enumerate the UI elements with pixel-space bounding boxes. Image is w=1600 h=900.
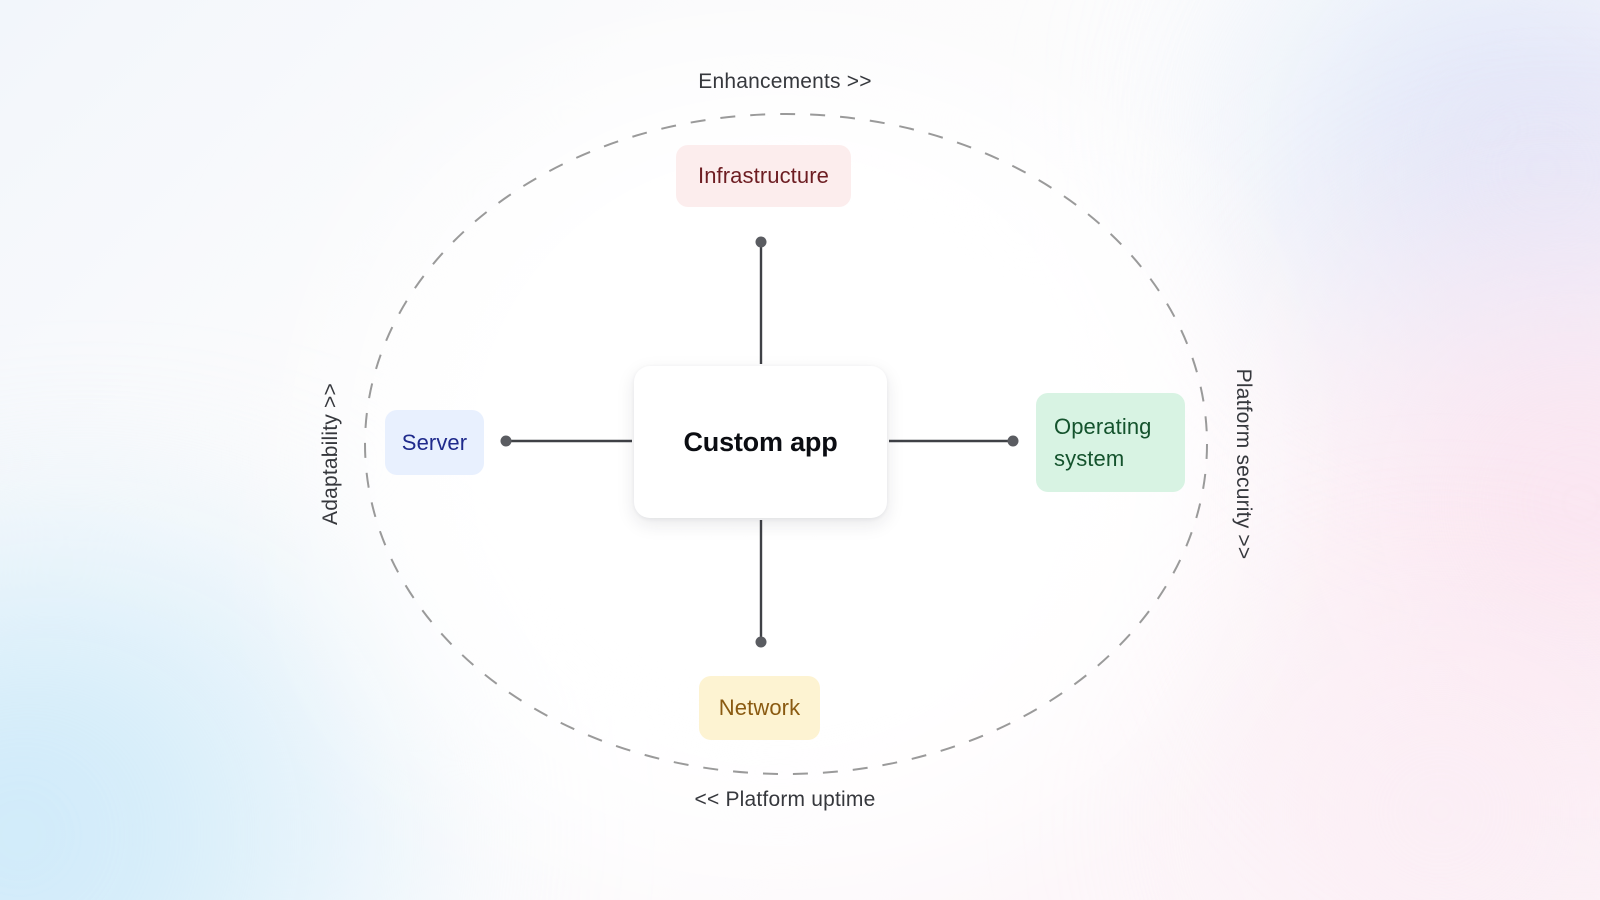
- connector-dot-server: [500, 435, 512, 447]
- node-infrastructure[interactable]: Infrastructure: [676, 145, 851, 207]
- center-card-custom-app[interactable]: Custom app: [634, 366, 887, 518]
- node-server-label: Server: [401, 429, 468, 455]
- node-server[interactable]: Server: [385, 410, 484, 475]
- connector-dot-network: [755, 636, 767, 648]
- node-operating-system[interactable]: Operating system: [1036, 393, 1185, 492]
- boundary-ellipse-dashes: [364, 113, 1208, 775]
- connector-dot-infrastructure: [755, 236, 767, 248]
- axis-label-bottom-platform-uptime: << Platform uptime: [694, 788, 876, 811]
- node-operating-system-label: Operating system: [1054, 413, 1152, 471]
- connector-dot-operating-system: [1007, 435, 1019, 447]
- node-network-label: Network: [718, 695, 801, 720]
- axis-label-left-adaptability: Adaptability >>: [319, 383, 342, 525]
- node-infrastructure-label: Infrastructure: [697, 163, 829, 188]
- center-card-label: Custom app: [683, 426, 838, 457]
- axis-label-right-platform-security: Platform security >>: [1232, 368, 1255, 560]
- node-network[interactable]: Network: [699, 676, 820, 740]
- axis-label-top-enhancements: Enhancements >>: [698, 70, 872, 93]
